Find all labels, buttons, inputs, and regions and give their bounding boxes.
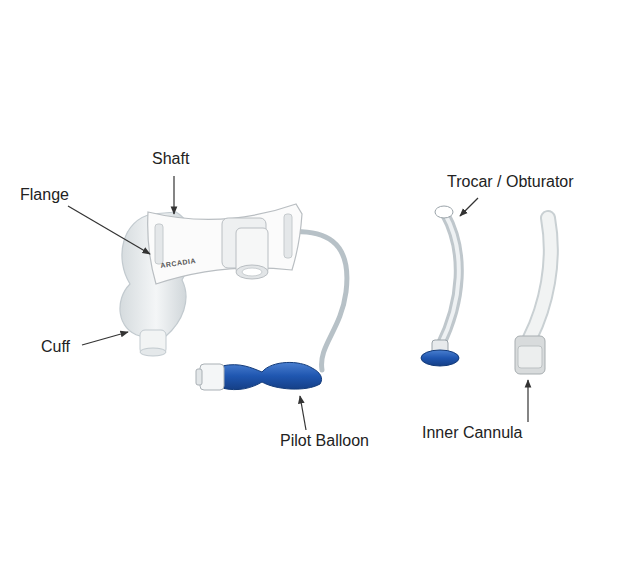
pilot-balloon-shape [196, 362, 322, 390]
leader-line [82, 332, 128, 345]
leader-line [68, 206, 150, 254]
part-label: Inner Cannula [422, 424, 523, 442]
part-label: Pilot Balloon [280, 432, 369, 450]
flange-shape [148, 204, 302, 284]
part-label: Trocar / Obturator [447, 173, 574, 191]
leader-line [173, 176, 174, 214]
leader-line [527, 380, 528, 422]
inner-cannula-shape [515, 218, 551, 374]
part-label: Shaft [152, 150, 189, 168]
leader-line [460, 198, 478, 216]
obturator-shape [421, 206, 459, 366]
part-label: Flange [20, 186, 69, 204]
leader-lines [68, 176, 528, 430]
part-label: Cuff [41, 338, 70, 356]
leader-line [300, 396, 306, 430]
